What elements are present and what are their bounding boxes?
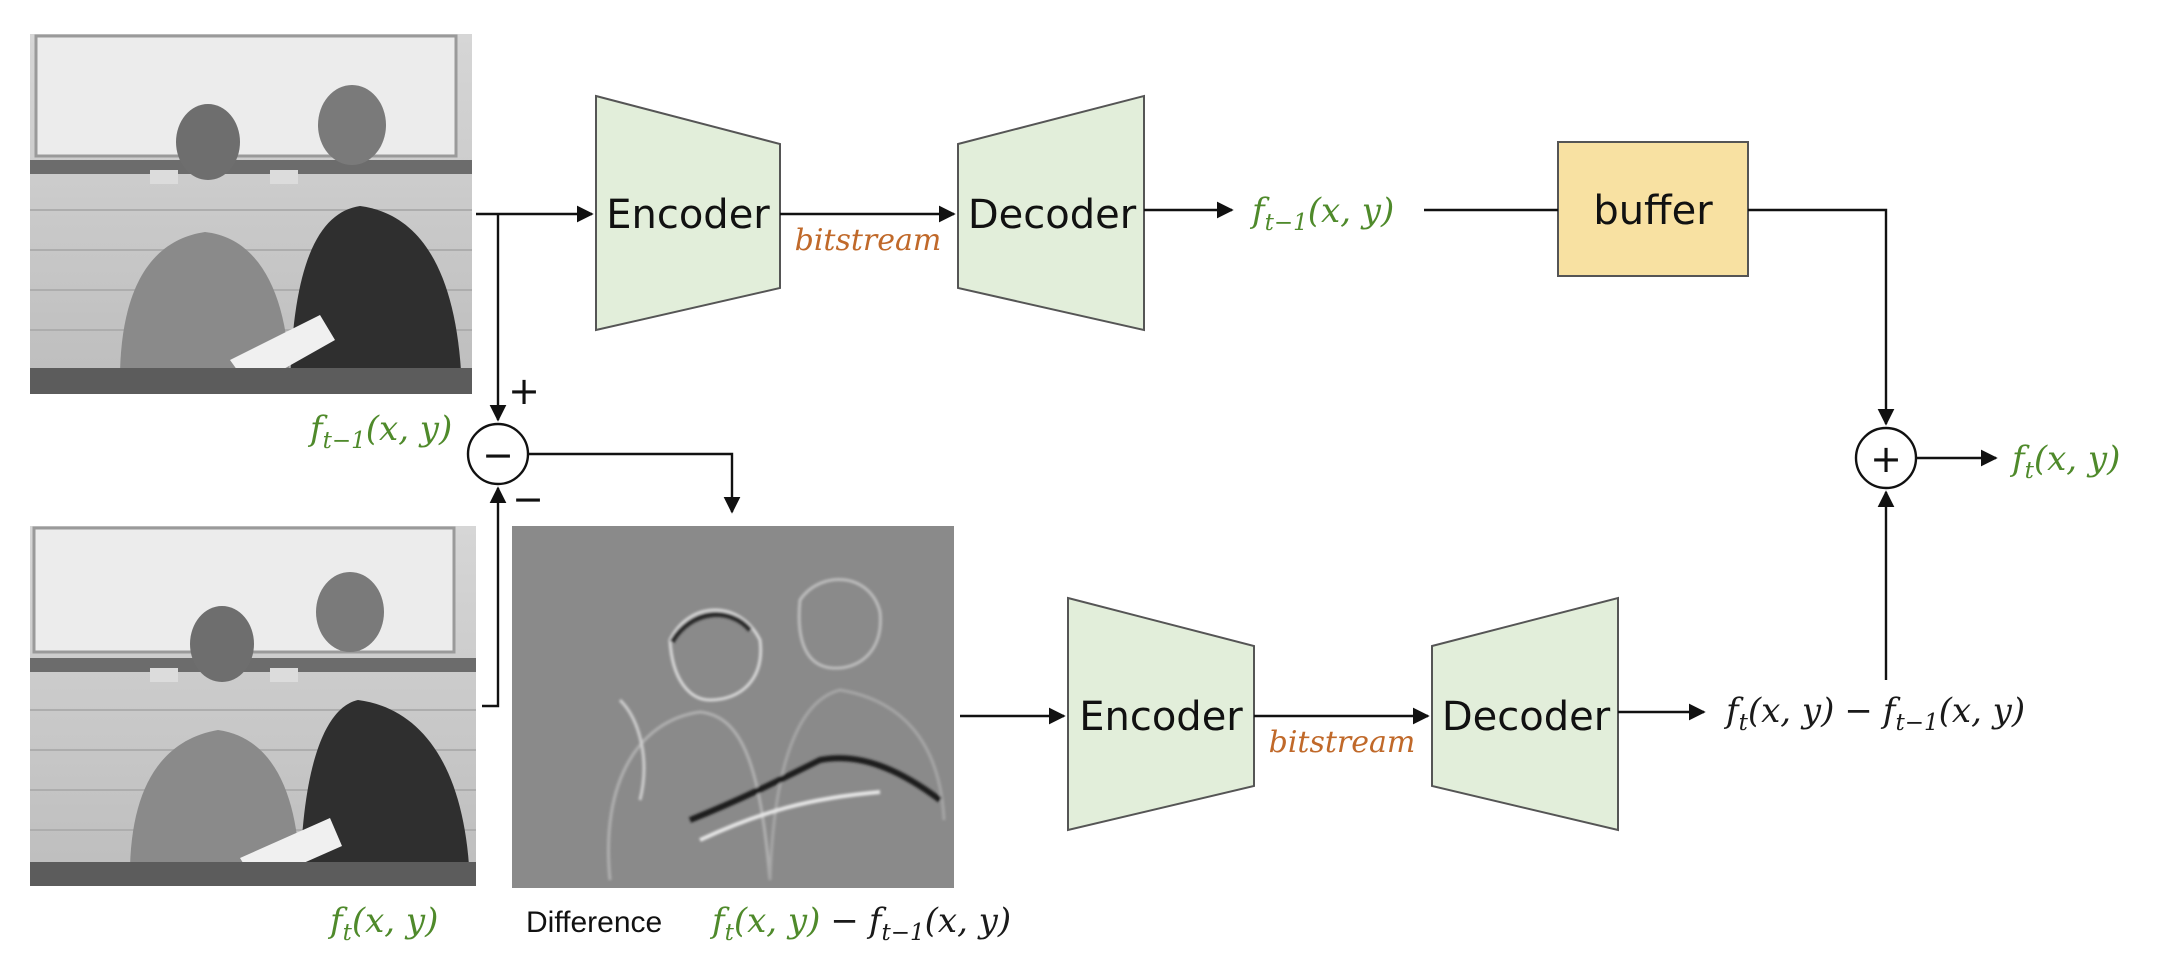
- subtract-symbol: −: [482, 433, 514, 477]
- previous-frame-math-label: ft−1(x, y): [307, 409, 452, 454]
- bottom-bitstream-label: bitstream: [1269, 725, 1416, 760]
- minus-input-sign: −: [512, 477, 544, 521]
- decoded-residual-label: ft(x, y)−ft−1(x, y): [1723, 691, 2025, 736]
- difference-caption: Difference: [526, 906, 662, 939]
- decoded-previous-frame-label: ft−1(x, y): [1249, 191, 1394, 236]
- top-bitstream-label: bitstream: [795, 223, 942, 258]
- buffer-block: [1557, 141, 1749, 277]
- current-frame-image: [30, 526, 476, 886]
- bottom-encoder-block: [1067, 596, 1255, 832]
- current-frame-math-label: ft(x, y): [327, 901, 438, 946]
- buffer-label: buffer: [1593, 188, 1713, 234]
- previous-frame-image: [30, 34, 472, 394]
- difference-math-caption: ft(x, y)−ft−1(x, y): [709, 901, 1011, 946]
- top-encoder-label: Encoder: [606, 192, 770, 238]
- reconstructed-frame-label: ft(x, y): [2009, 439, 2120, 484]
- top-decoder-block: [957, 94, 1145, 332]
- plus-input-sign: +: [508, 369, 540, 413]
- bottom-encoder-label: Encoder: [1079, 694, 1243, 740]
- top-encoder-block: [595, 94, 781, 332]
- difference-image: [512, 526, 954, 888]
- add-symbol: +: [1870, 437, 1902, 481]
- bottom-decoder-block: [1431, 596, 1619, 832]
- bottom-decoder-label: Decoder: [1442, 694, 1611, 740]
- connectors: [476, 201, 1998, 725]
- top-decoder-label: Decoder: [968, 192, 1137, 238]
